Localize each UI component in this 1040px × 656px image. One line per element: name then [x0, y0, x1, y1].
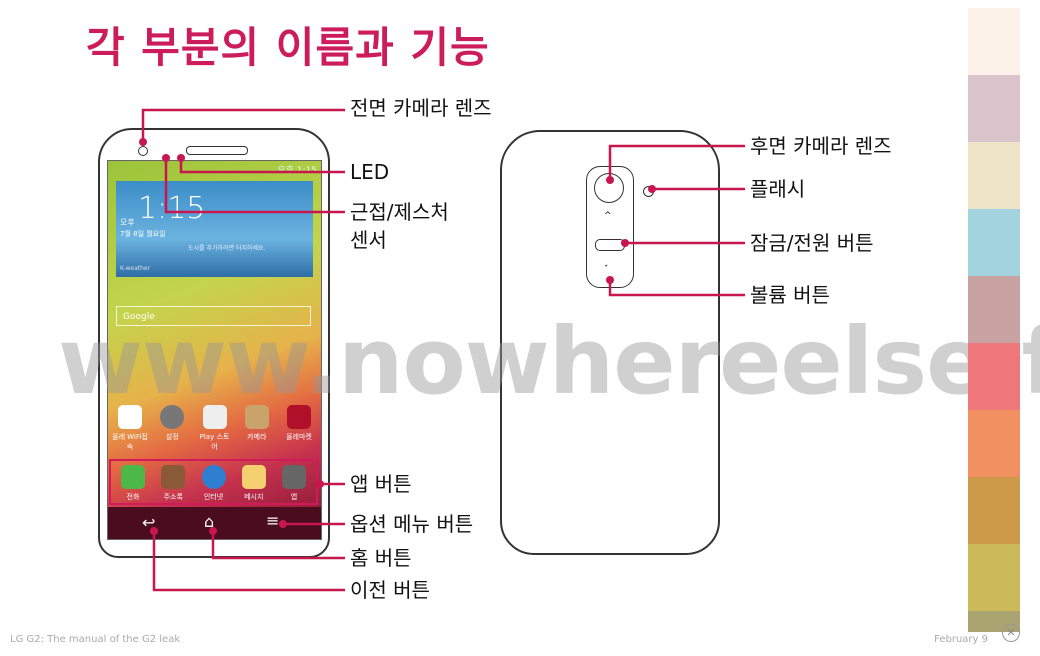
- label-front-camera: 전면 카메라 렌즈: [350, 96, 492, 120]
- footer-left: LG G2: The manual of the G2 leak: [10, 634, 181, 645]
- dock-apps[interactable]: 앱: [276, 465, 312, 502]
- label-led: LED: [350, 160, 390, 184]
- label-back: 이전 버튼: [350, 578, 430, 602]
- color-swatch: [968, 142, 1020, 209]
- phone-screen: 오후 1:15 오후 1:15 7월 8일 월요일 도시를 추가하려면 터치하세…: [107, 160, 322, 540]
- app-olleh-wifi[interactable]: 올레 WiFi접속: [112, 405, 148, 452]
- label-sensor-2: 센서: [350, 228, 387, 252]
- page-title: 각 부분의 이름과 기능: [86, 23, 490, 72]
- label-rear-camera: 후면 카메라 렌즈: [750, 134, 892, 158]
- color-strip: [968, 8, 1020, 632]
- close-icon[interactable]: ✕: [1002, 624, 1020, 642]
- app-label: 올레 WiFi접속: [112, 433, 148, 451]
- app-label: 앱: [290, 493, 298, 501]
- app-label: 주소록: [163, 493, 183, 501]
- home-icon[interactable]: ⌂: [204, 512, 215, 531]
- color-swatch: [968, 343, 1020, 410]
- color-swatch: [968, 75, 1020, 142]
- app-play-store[interactable]: Play 스토어: [197, 405, 233, 452]
- label-sensor-1: 근접/제스처: [350, 200, 449, 224]
- watermark: www.nowhereelse.fr: [58, 308, 1040, 415]
- app-label: 인터넷: [203, 493, 224, 501]
- back-icon[interactable]: ↩: [142, 513, 156, 532]
- app-label: 올레마켓: [286, 433, 312, 441]
- label-home: 홈 버튼: [350, 546, 412, 570]
- date: 7월 8일 월요일: [120, 230, 166, 238]
- label-power: 잠금/전원 버튼: [750, 231, 874, 255]
- app-label: 메시지: [244, 493, 264, 501]
- color-swatch: [968, 276, 1020, 343]
- footer-right: February 9: [934, 634, 988, 645]
- app-dock: 전화 주소록 인터넷 메시지 앱: [109, 459, 318, 505]
- google-search-bar[interactable]: Google: [116, 306, 311, 326]
- back-phone-illustration: ^ ˇ: [500, 130, 720, 555]
- menu-icon[interactable]: ≡: [266, 511, 280, 530]
- color-swatch: [968, 8, 1020, 75]
- color-swatch: [968, 544, 1020, 611]
- earpiece: [186, 146, 248, 155]
- weather-message: 도시를 추가하려면 터치하세요.: [188, 245, 266, 252]
- dock-contacts[interactable]: 주소록: [155, 465, 191, 502]
- app-settings[interactable]: 설정: [154, 405, 190, 452]
- label-app-button: 앱 버튼: [350, 472, 412, 496]
- front-camera: [138, 146, 148, 156]
- app-label: 전화: [126, 493, 140, 501]
- color-swatch: [968, 477, 1020, 544]
- volume-up-icon: ^: [604, 211, 612, 221]
- dock-messages[interactable]: 메시지: [236, 465, 272, 502]
- weather-brand: K-weather: [120, 265, 151, 272]
- app-label: 설정: [165, 433, 179, 441]
- dock-phone[interactable]: 전화: [115, 465, 151, 502]
- app-label: Play 스토어: [199, 433, 230, 451]
- label-option-menu: 옵션 메뉴 버튼: [350, 512, 474, 536]
- color-swatch: [968, 209, 1020, 276]
- app-label: 카메라: [247, 433, 267, 441]
- app-row: 올레 WiFi접속 설정 Play 스토어 카메라 올레마켓: [112, 405, 317, 452]
- color-swatch: [968, 410, 1020, 477]
- app-olleh-market[interactable]: 올레마켓: [281, 405, 317, 452]
- app-camera[interactable]: 카메라: [239, 405, 275, 452]
- clock-ampm: 오후: [120, 218, 135, 227]
- dock-internet[interactable]: 인터넷: [196, 465, 232, 502]
- label-flash: 플래시: [750, 177, 806, 201]
- weather-widget[interactable]: 오후 1:15 7월 8일 월요일 도시를 추가하려면 터치하세요. K-wea…: [116, 181, 313, 277]
- label-volume: 볼륨 버튼: [750, 283, 830, 307]
- volume-down-icon: ˇ: [604, 265, 609, 275]
- clock: 1:15: [138, 191, 206, 226]
